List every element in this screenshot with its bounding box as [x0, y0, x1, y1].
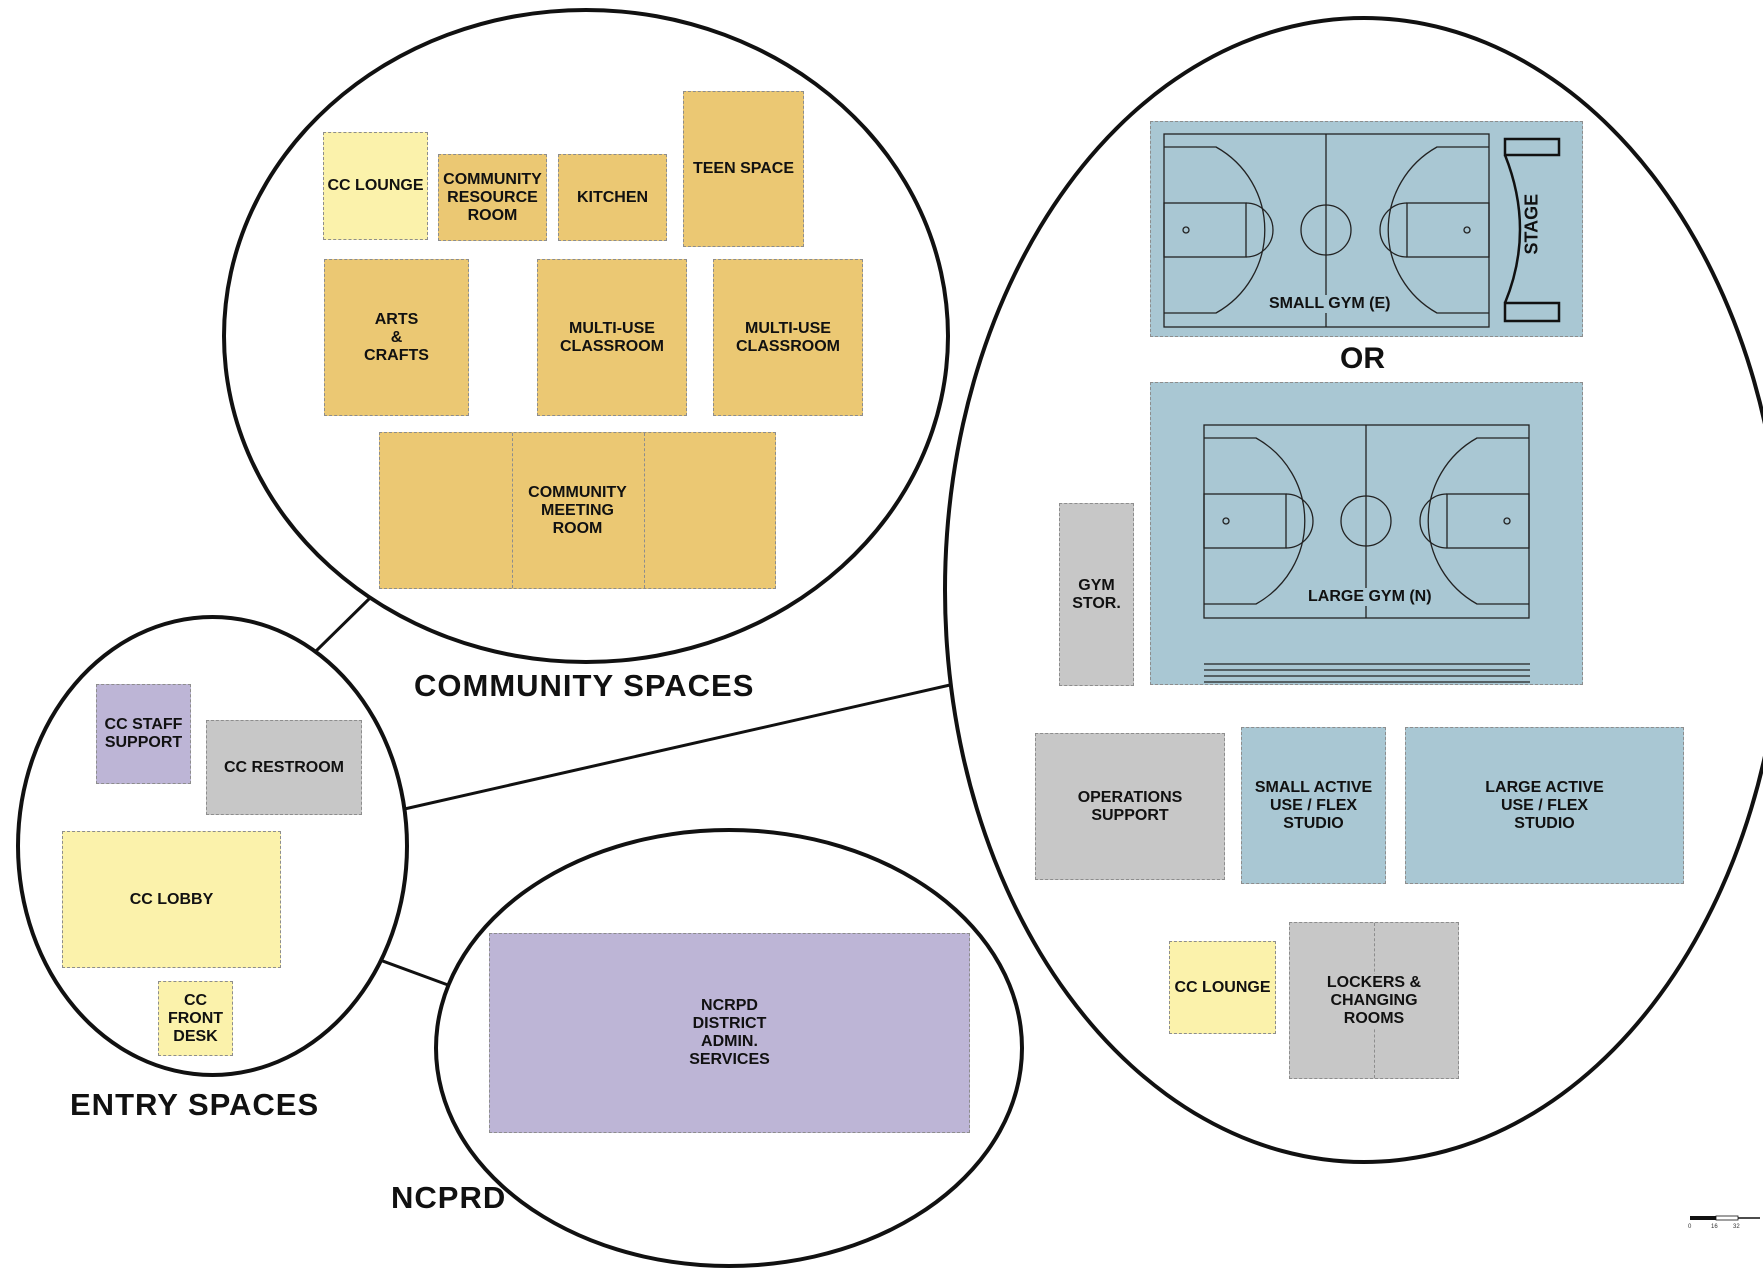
large-flex-studio-room: LARGE ACTIVE USE / FLEX STUDIO [1405, 727, 1684, 884]
cc-lobby-room: CC LOBBY [62, 831, 281, 968]
cc-restroom-room: CC RESTROOM [206, 720, 362, 815]
arts-crafts-room: ARTS & CRAFTS [324, 259, 469, 416]
scale-tick-0: 0 [1688, 1224, 1692, 1230]
small-flex-studio-room: SMALL ACTIVE USE / FLEX STUDIO [1241, 727, 1386, 884]
community-meeting-room: COMMUNITY MEETING ROOM [379, 432, 776, 589]
athletic-cc-lounge: CC LOUNGE [1169, 941, 1276, 1034]
large-gym-label: LARGE GYM (N) [1305, 588, 1435, 606]
community-meeting-room-label: COMMUNITY MEETING ROOM [528, 483, 627, 537]
gym-storage-room: GYM STOR. [1059, 503, 1134, 686]
space-program-diagram: CC LOUNGE COMMUNITY RESOURCE ROOM KITCHE… [16, 8, 1763, 1268]
entry-spaces-title: ENTRY SPACES [70, 1087, 320, 1122]
ncprd-title: NCPRD [391, 1180, 507, 1215]
small-gym-court [1163, 133, 1561, 328]
lockers-changing-rooms: LOCKERS & CHANGING ROOMS [1289, 922, 1459, 1079]
operations-support-room: OPERATIONS SUPPORT [1035, 733, 1225, 880]
scale-tick-32: 32 [1733, 1224, 1740, 1230]
scale-bar: 0 16 32 [1688, 1215, 1760, 1230]
connector-entry-community [313, 596, 372, 654]
lockers-changing-label: LOCKERS & CHANGING ROOMS [1326, 973, 1422, 1028]
multi-use-classroom-2: MULTI-USE CLASSROOM [713, 259, 863, 416]
multi-use-classroom-1: MULTI-USE CLASSROOM [537, 259, 687, 416]
scale-tick-16: 16 [1711, 1224, 1718, 1230]
connector-entry-ncprd [379, 958, 449, 987]
connector-lines [313, 596, 951, 987]
teen-space-room: TEEN SPACE [683, 91, 804, 247]
cc-staff-support-room: CC STAFF SUPPORT [96, 684, 191, 784]
partition-line [512, 433, 513, 588]
small-gym-label: SMALL GYM (E) [1266, 295, 1394, 313]
community-cc-lounge: CC LOUNGE [323, 132, 428, 240]
kitchen-room: KITCHEN [558, 154, 667, 241]
or-label: OR [1340, 342, 1385, 375]
cc-front-desk-room: CC FRONT DESK [158, 981, 233, 1056]
community-spaces-title: COMMUNITY SPACES [414, 668, 755, 703]
large-gym-court [1203, 424, 1530, 683]
partition-line [644, 433, 645, 588]
connector-entry-athletic [399, 683, 951, 812]
district-admin-services-room: NCRPD DISTRICT ADMIN. SERVICES [489, 933, 970, 1133]
community-resource-room: COMMUNITY RESOURCE ROOM [438, 154, 547, 241]
